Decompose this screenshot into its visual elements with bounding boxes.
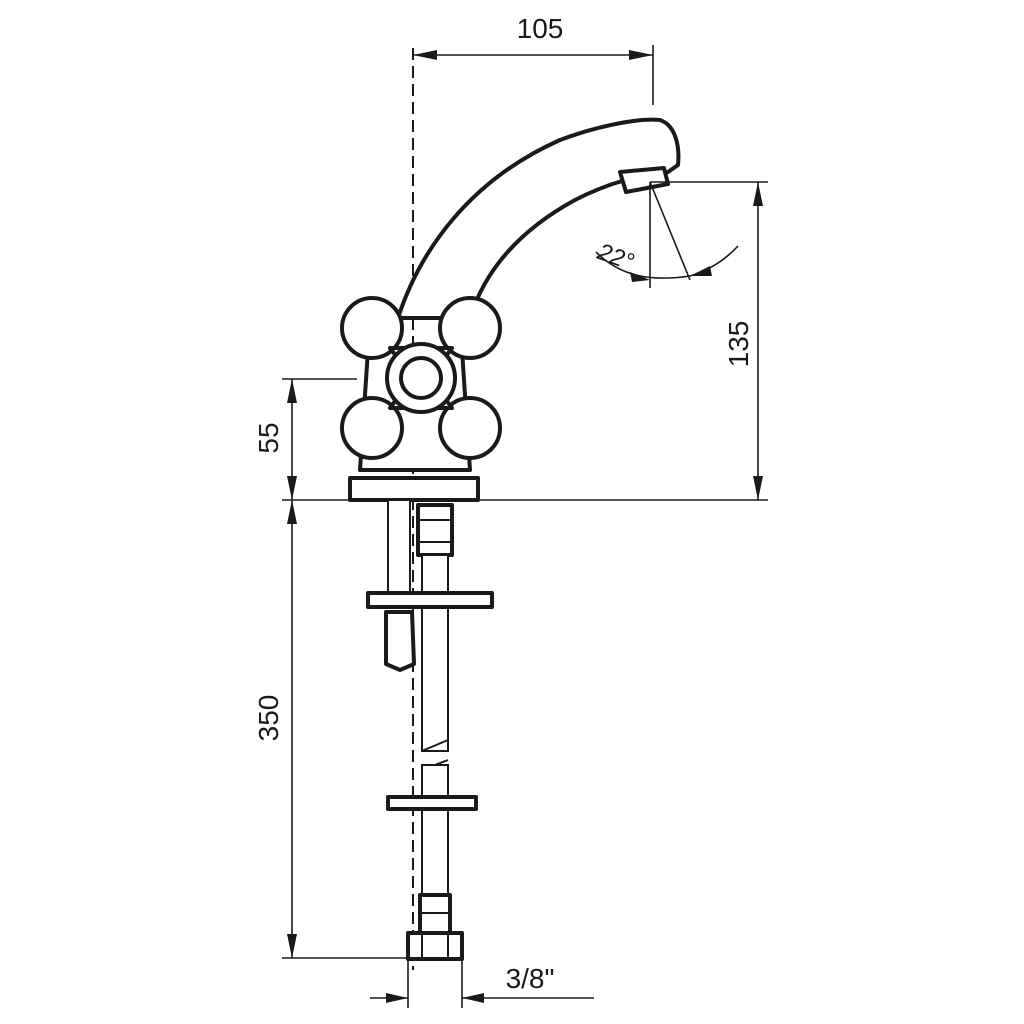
base-plate xyxy=(348,476,480,502)
aerator xyxy=(618,166,670,194)
dimension-label-spout-height: 135 xyxy=(723,321,754,368)
hose-fitting-top xyxy=(416,503,454,557)
dimension-label-hose-length: 350 xyxy=(253,695,284,742)
dimension-label-handle-height: 55 xyxy=(253,422,284,453)
dimension-label-spout-reach: 105 xyxy=(517,13,564,44)
lock-nut xyxy=(386,795,478,811)
dimension-spout-reach: 105 xyxy=(413,13,654,105)
hose-lower xyxy=(421,764,449,896)
dimension-spout-height: 135 xyxy=(480,181,768,501)
threaded-stud xyxy=(387,499,411,595)
dimension-handle-height: 55 xyxy=(253,378,357,501)
dimension-spout-angle: 22° xyxy=(593,181,739,288)
dimension-label-spout-angle: 22° xyxy=(593,238,638,276)
stud-nut xyxy=(384,610,416,672)
mounting-washer xyxy=(366,591,494,609)
hose-break-top xyxy=(421,739,449,752)
dimension-hose-length: 350 xyxy=(253,500,408,959)
hose-upper xyxy=(421,554,449,752)
spout xyxy=(396,117,681,320)
dimension-connector-size: 3/8" xyxy=(370,959,594,1008)
dimension-label-connector-size: 3/8" xyxy=(506,963,555,994)
cross-handle xyxy=(340,296,502,460)
hose-connector-nut xyxy=(406,931,464,961)
